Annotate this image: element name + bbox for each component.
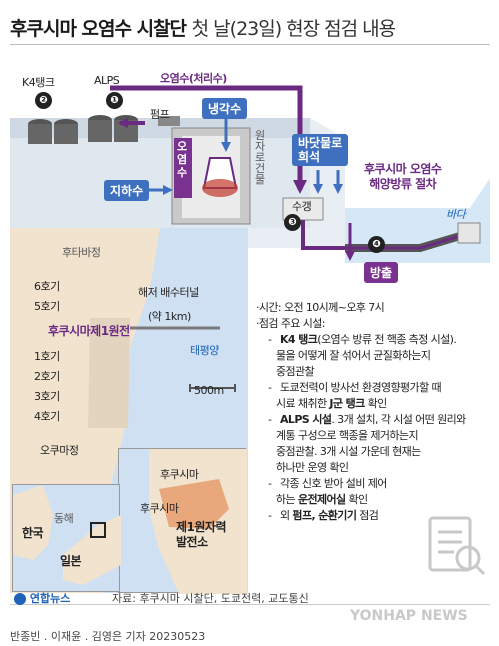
info-facilities-head: ·점검 주요 시설:: [256, 317, 326, 330]
unit2-label: 2호기: [34, 370, 60, 383]
title-main: 후쿠시마 오염수 시찰단: [10, 18, 187, 40]
futaba-label: 후타바정: [62, 246, 101, 259]
credit-text: 반종빈 . 이재윤 . 김영은 기자 20230523: [10, 630, 206, 643]
marker-4: ❹: [368, 236, 385, 253]
korea-inset: [12, 484, 121, 592]
unit5-label: 5호기: [34, 300, 60, 313]
alps-bold: ALPS 시설: [280, 413, 332, 426]
marker-3: ❸: [284, 214, 301, 231]
k4-tank-label: K4탱크: [22, 76, 55, 89]
japan-label: 일본: [60, 554, 82, 568]
inset-fukushima2-label: 후쿠시마: [140, 502, 179, 515]
k4-text3: 중점관찰: [276, 365, 315, 378]
sea-label: 바다: [446, 208, 466, 221]
page-title: 후쿠시마 오염수 시찰단 첫 날(23일) 현장 점검 내용: [10, 14, 396, 41]
logo-icon: [14, 593, 26, 605]
pump-label: 펌프: [150, 108, 170, 121]
footer-divider: [10, 604, 490, 605]
logo-text: 연합뉴스: [29, 592, 71, 605]
inset-plant-label: 제1원자력 발전소: [176, 520, 227, 549]
plant-name-label: 후쿠시마제1원전: [48, 324, 130, 338]
info-time: ·시간: 오전 10시께~오후 7시: [256, 301, 385, 314]
seawater-dilution-label: 바닷물로 희석: [292, 134, 349, 166]
inspection-info: ·시간: 오전 10시께~오후 7시 ·점검 주요 시설: - K4 탱크(오염…: [256, 300, 494, 524]
cooling-water-label: 냉각수: [202, 98, 248, 119]
unit6-label: 6호기: [34, 280, 60, 293]
tepco1: 도쿄전력이 방사선 환경영향평가할 때: [280, 381, 442, 394]
discharge-label: 방출: [364, 262, 399, 283]
marker-2: ❷: [35, 92, 52, 109]
water-tank-label: 수갱: [292, 200, 312, 213]
east-sea-label: 동해: [54, 512, 74, 525]
okuma-label: 오쿠마정: [40, 444, 79, 457]
groundwater-label: 지하수: [104, 180, 150, 201]
info-item-tepco: - 도쿄전력이 방사선 환경영향평가할 때: [268, 381, 442, 394]
clipboard-icon: [428, 516, 486, 576]
unit4-label: 4호기: [34, 410, 60, 423]
alps3: 중점관찰. 3개 시설 가운데 현재는: [276, 445, 421, 458]
tunnel-label: 해저 배수터널: [138, 286, 199, 299]
korea-label: 한국: [22, 526, 44, 540]
title-divider: [10, 44, 490, 45]
contaminated-water-label: 오염수(처리수): [160, 72, 227, 85]
k4-bold: K4 탱크: [280, 333, 318, 346]
alps2: 계통 구성으로 핵종을 제거하는지: [276, 429, 419, 442]
alps-label: ALPS: [94, 74, 120, 87]
info-item-alps: - ALPS 시설. 3개 설치, 각 시설 어떤 원리와: [268, 413, 466, 426]
ocean-release-title: 후쿠시마 오염수 해양방류 절차: [364, 162, 442, 191]
tunnel-length-label: (약 1km): [148, 310, 191, 323]
marker-1: ❶: [106, 92, 123, 109]
k4-text2: 물을 어떻게 잘 섞어서 균질화하는지: [276, 349, 431, 362]
watermark: YONHAP NEWS: [350, 608, 468, 624]
k4-text: (오염수 방류 전 핵종 측정 시설).: [317, 333, 457, 346]
alps1: . 3개 설치, 각 시설 어떤 원리와: [331, 413, 466, 426]
signal2: 하는 운전제어실 확인: [276, 493, 368, 506]
pacific-label: 태평양: [190, 344, 219, 357]
info-item-other: - 외 펌프, 순환기기 점검: [268, 509, 379, 522]
unit1-label: 1호기: [34, 350, 60, 363]
inset-fukushima-label: 후쿠시마: [160, 468, 199, 481]
yonhap-logo: 연합뉴스: [14, 590, 70, 606]
scale-label: 500m: [194, 384, 224, 397]
title-sub: 첫 날(23일) 현장 점검 내용: [191, 18, 396, 40]
source-text: 자료: 후쿠시마 시찰단, 도쿄전력, 교도통신: [112, 592, 309, 605]
unit3-label: 3호기: [34, 390, 60, 403]
info-item-signal: - 각종 신호 받아 설비 제어: [268, 477, 387, 490]
alps4: 하나만 운영 확인: [276, 461, 349, 474]
tepco2: 시료 채취한 J군 탱크 확인: [276, 397, 387, 410]
inset-map: [118, 448, 247, 594]
signal1: 각종 신호 받아 설비 제어: [280, 477, 387, 490]
info-item-k4: - K4 탱크(오염수 방류 전 핵종 측정 시설).: [268, 333, 457, 346]
reactor-building-label: 원자로건물: [255, 129, 265, 186]
contaminated-water-vertical-label: 오염수: [177, 140, 187, 179]
